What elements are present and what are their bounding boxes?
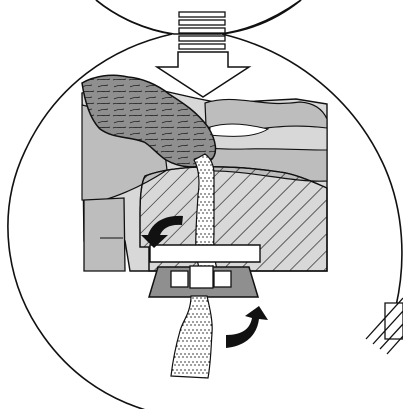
sieve-opening-left: [171, 271, 188, 287]
center-gate: [190, 266, 213, 288]
side-arrow-icon: [366, 298, 403, 354]
sieve-opening-right: [214, 271, 231, 287]
machine-cutaway: [82, 75, 327, 378]
guide-plate: [150, 245, 260, 262]
curved-arrow-right-icon: [226, 306, 268, 348]
down-arrow-icon: [157, 12, 249, 97]
output-stream: [171, 296, 212, 378]
left-lower-wall: [84, 198, 125, 271]
